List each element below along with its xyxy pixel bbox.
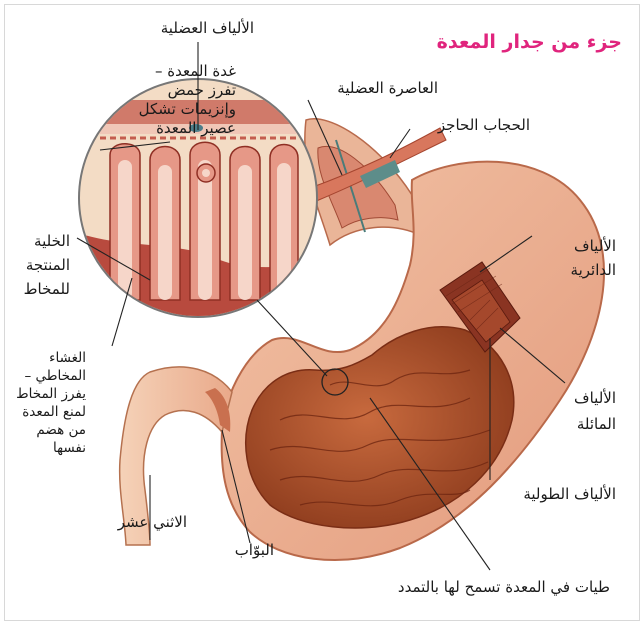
label-mucosa: الغشاء المخاطي – يفرز المخاط لمنع المعدة… [16, 349, 86, 457]
diagram-title: جزء من جدار المعدة [437, 30, 622, 54]
label-oblique-fibres: الألياف المائلة [574, 385, 616, 437]
label-mucus-cell: الخلية المنتجة للمخاط [24, 229, 70, 301]
label-pylorus: البوّاب [235, 541, 274, 560]
label-rugae: طيات في المعدة تسمح لها بالتمدد [398, 578, 610, 597]
label-muscular-sphincter: العاصرة العضلية [337, 79, 438, 98]
label-diaphragm: الحجاب الحاجز [438, 116, 530, 135]
label-muscle-fibres: الألياف العضلية [161, 19, 254, 38]
label-gastric-gland: غدة المعدة – تفرز حمض وإنزيمات تشكل عصير… [139, 62, 236, 138]
esophagus [305, 119, 420, 245]
label-circular-fibres: الألياف الدائرية [571, 234, 616, 282]
label-longitudinal-fibres: الألياف الطولية [523, 485, 616, 504]
label-duodenum: الاثني عشر [118, 513, 187, 532]
